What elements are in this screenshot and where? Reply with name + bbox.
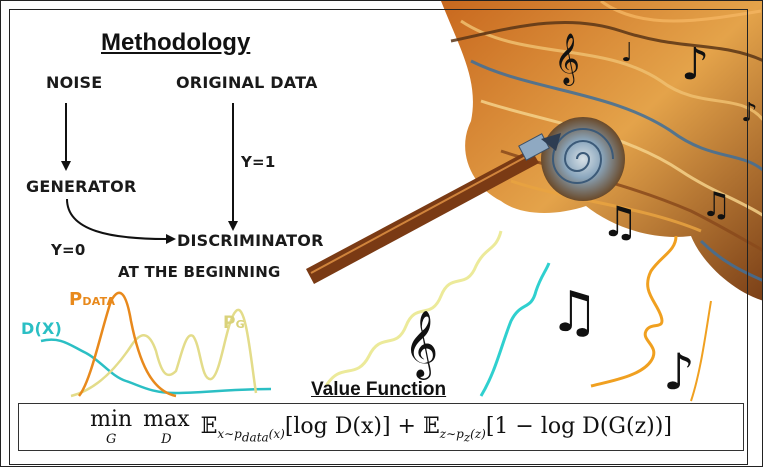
treble-clef-icon: 𝄞 [554,33,580,86]
eighth-note-icon: ♪ [741,98,758,128]
discriminator-label: DISCRIMINATOR [177,231,324,250]
treble-clef-icon: 𝄞 [404,309,438,380]
at-the-beginning-label: AT THE BEGINNING [118,263,281,281]
eighth-note-icon: ♪ [681,39,709,90]
squiggle-yellow [324,230,503,387]
y-zero-label: Y=0 [51,241,86,259]
d-x-label: D(X) [21,319,63,338]
d-x-curve [40,338,272,395]
p-data-curve [77,291,177,398]
squiggle-orange [590,235,678,388]
beamed-notes-icon: ♫ [601,197,639,246]
beamed-notes-icon: ♫ [701,185,731,225]
content-border [9,9,748,465]
gan-distribution-plot [40,291,272,398]
expectation-term-2: 𝔼z∼pz(z)[1 − log D(G(z))] [422,414,672,445]
swirl-rings [551,128,614,184]
y-one-label: Y=1 [241,153,276,171]
paintbrush-icon [306,133,561,284]
original-data-label: ORIGINAL DATA [176,73,318,92]
arrow-generator-to-discriminator [66,198,167,240]
flow-arrows [65,103,234,240]
squiggle-orange-2 [690,300,712,402]
p-g-curve [70,308,258,398]
p-data-label: PDATA [69,289,116,310]
beamed-notes-icon: ♫ [549,280,599,345]
p-g-label: PG [223,313,245,333]
expectation-term-1: 𝔼x∼pdata(x)[log D(x)] + [200,414,423,445]
eighth-note-icon: ♩ [621,38,633,68]
eighth-note-icon: ♪ [663,343,695,401]
generator-label: GENERATOR [26,177,137,196]
arrow-heads [61,161,238,244]
noise-label: NOISE [46,73,103,92]
squiggle-cyan [479,262,551,397]
methodology-title: Methodology [101,29,251,56]
art-music-notes: 𝄞 ♪ ♫ ♫ ♩ ♪ [554,33,758,246]
value-function-title: Value Function [311,379,447,400]
